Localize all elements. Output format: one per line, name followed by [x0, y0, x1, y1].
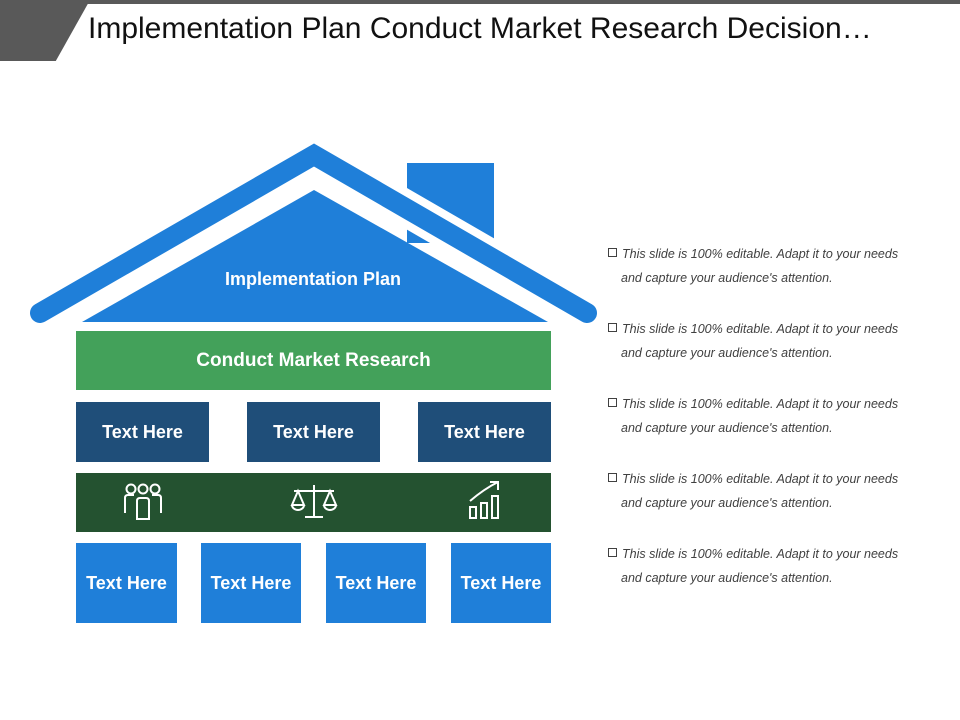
icon-band: [76, 473, 551, 532]
note-item: This slide is 100% editable. Adapt it to…: [608, 242, 938, 290]
roof-triangle: [82, 190, 548, 322]
notes-list: This slide is 100% editable. Adapt it to…: [608, 242, 938, 617]
note-line: and capture your audience's attention.: [621, 421, 833, 435]
note-line: and capture your audience's attention.: [621, 571, 833, 585]
text-box-3: Text Here: [418, 402, 551, 462]
note-line: This slide is 100% editable. Adapt it to…: [622, 472, 899, 486]
checkbox-bullet-icon: [608, 398, 617, 407]
note-line: This slide is 100% editable. Adapt it to…: [622, 397, 899, 411]
market-research-bar: Conduct Market Research: [76, 331, 551, 390]
checkbox-bullet-icon: [608, 473, 617, 482]
note-item: This slide is 100% editable. Adapt it to…: [608, 542, 938, 590]
text-box-4: Text Here: [76, 543, 177, 623]
text-box-5: Text Here: [201, 543, 301, 623]
note-item: This slide is 100% editable. Adapt it to…: [608, 467, 938, 515]
people-icon: [124, 483, 162, 520]
note-item: This slide is 100% editable. Adapt it to…: [608, 392, 938, 440]
house-roof: [30, 134, 597, 329]
note-line: This slide is 100% editable. Adapt it to…: [622, 547, 899, 561]
checkbox-bullet-icon: [608, 323, 617, 332]
note-line: and capture your audience's attention.: [621, 346, 833, 360]
note-line: This slide is 100% editable. Adapt it to…: [622, 247, 899, 261]
note-item: This slide is 100% editable. Adapt it to…: [608, 317, 938, 365]
checkbox-bullet-icon: [608, 548, 617, 557]
header-bar: [0, 0, 960, 4]
text-box-7: Text Here: [451, 543, 551, 623]
text-box-1: Text Here: [76, 402, 209, 462]
growth-chart-icon: [469, 481, 499, 519]
roof-label: Implementation Plan: [224, 268, 402, 289]
note-line: This slide is 100% editable. Adapt it to…: [622, 322, 899, 336]
text-box-2: Text Here: [247, 402, 380, 462]
checkbox-bullet-icon: [608, 248, 617, 257]
roof-outline: [30, 143, 597, 323]
text-box-6: Text Here: [326, 543, 426, 623]
note-line: and capture your audience's attention.: [621, 271, 833, 285]
balance-scale-icon: [290, 485, 338, 518]
slide-title: Implementation Plan Conduct Market Resea…: [88, 12, 872, 45]
note-line: and capture your audience's attention.: [621, 496, 833, 510]
